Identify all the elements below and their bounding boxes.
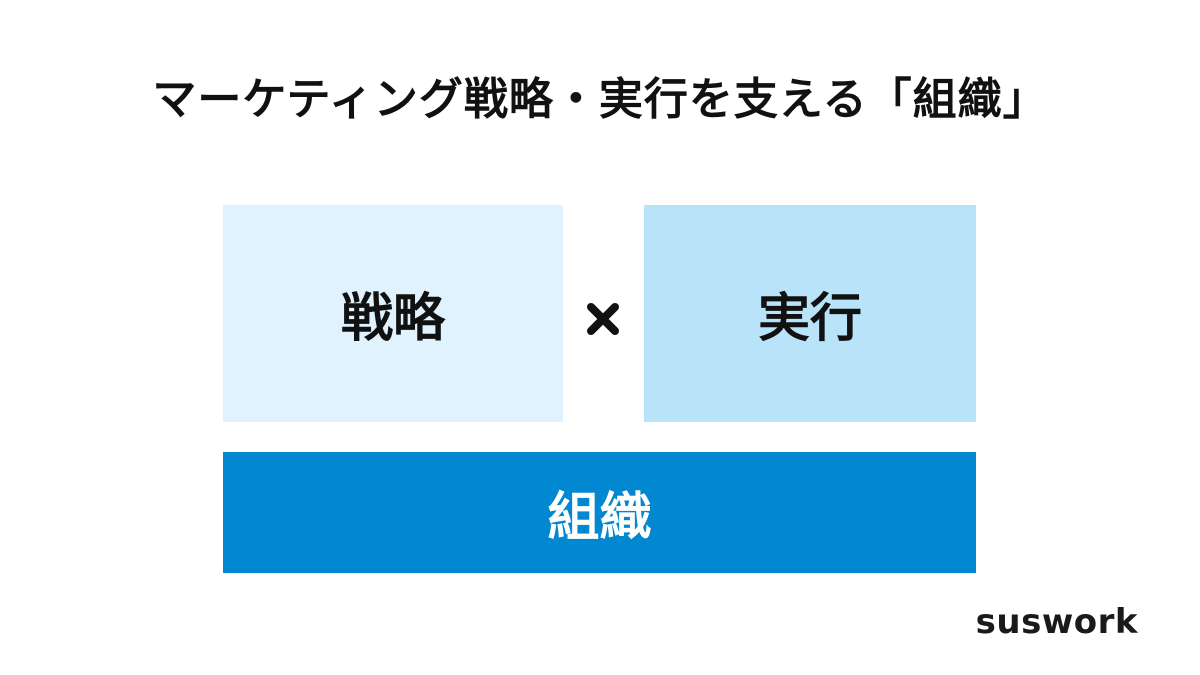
execution-box: 実行: [644, 205, 976, 422]
diagram-title: マーケティング戦略・実行を支える「組織」: [152, 74, 1048, 125]
organization-label: 組織: [547, 488, 652, 548]
strategy-label: 戦略: [340, 289, 445, 349]
times-icon: [587, 303, 619, 335]
execution-label: 実行: [757, 289, 862, 349]
brand-logo: suswork: [975, 602, 1138, 642]
strategy-box: 戦略: [223, 205, 563, 422]
organization-box: 組織: [223, 452, 976, 573]
